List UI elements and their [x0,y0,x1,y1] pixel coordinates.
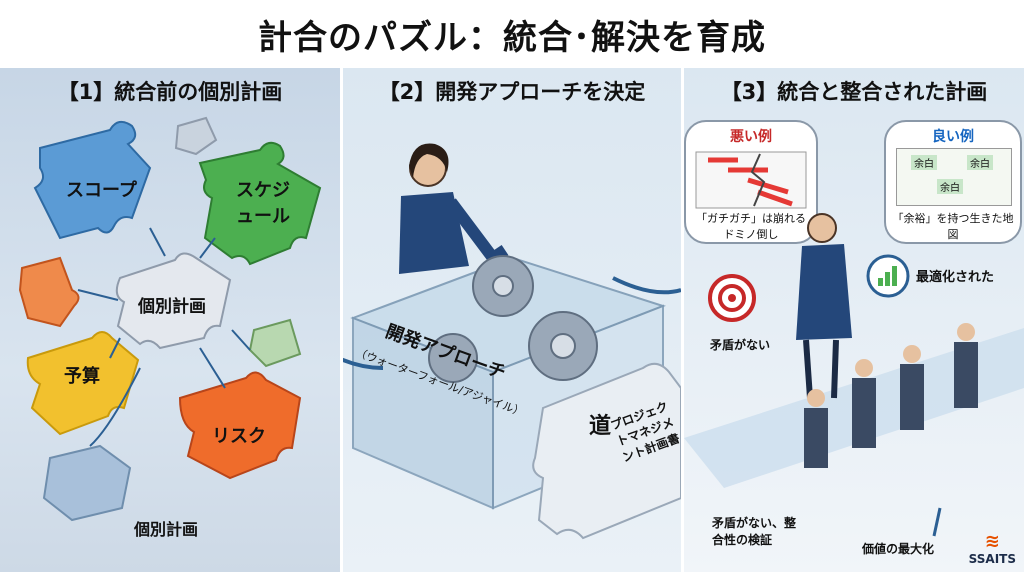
optimized-label: 最適化された [916,270,995,285]
good-gantt-chart: 余白 余白 余白 [896,148,1012,206]
panel-integrated-plan: 【3】統合と整合された計画 悪い例 「ガチガチ」は崩れるドミノ倒し 良い例 余白… [684,68,1024,572]
gear-icon [428,255,598,383]
schedule-piece [198,141,322,266]
puzzle-main-char: 道 [589,414,612,439]
arrow-6 [89,367,141,447]
schedule-label: スケジュール [236,180,290,227]
title-bar: 計合のパズル：統合･解決を育成 [0,0,1024,68]
center-piece [115,252,232,350]
plan-puzzle-piece [532,362,681,540]
divider-1 [340,68,343,572]
good-cell-3: 余白 [937,179,963,194]
divider-2 [681,68,684,572]
bar-chart-icon [866,254,910,298]
scope-label: スコープ [66,180,137,201]
good-example-bubble: 良い例 余白 余白 余白 「余裕」を持つ生きた地図 [884,120,1022,244]
logo-text: SSAITS [968,552,1016,566]
no-conflict-label: 矛盾がない [710,338,771,352]
arrow-into-box [343,357,384,370]
good-cell-2: 余白 [967,155,993,170]
good-example-caption: 「余裕」を持つ生きた地図 [892,212,1014,241]
arrow-5 [199,347,226,389]
panel1-art [18,116,322,522]
ssaits-logo: ≋ SSAITS [969,531,1016,566]
panel3-art [684,213,1024,537]
bad-gantt-crack [750,153,766,207]
team-members [804,323,978,468]
center-label: 個別計画 [138,297,206,317]
risk-label: リスク [212,426,266,447]
bad-example-bubble: 悪い例 「ガチガチ」は崩れるドミノ倒し [684,120,818,244]
woman-hair [409,143,449,178]
presenter-legs [803,339,839,399]
good-cell-1: 余白 [911,155,937,170]
budget-label: 予算 [64,366,100,387]
logo-mark-icon: ≋ [984,531,1000,552]
verify-label: 矛盾がない、整合性の検証 [712,516,797,547]
arrow-1 [149,227,166,257]
maximize-label: 価値の最大化 [862,542,935,556]
arrow-to-panel3 [612,276,681,295]
scope-piece [33,120,152,240]
risk-piece [178,371,302,480]
good-example-title: 良い例 [932,129,974,145]
bad-example-title: 悪い例 [730,129,772,145]
small-gray-piece [174,116,218,156]
panel2-art [343,143,681,540]
arrow-4 [109,337,121,359]
page-title: 計合のパズル：統合･解決を育成 [258,17,766,58]
bottom-label: 個別計画 [134,520,199,539]
panel-individual-plans: 【1】統合前の個別計画 スコープ スケジュール 個別計画 予算 リスク [0,68,340,572]
arrow-7 [231,329,251,351]
bad-gantt-chart [695,151,807,209]
small-orange-piece [18,256,80,328]
bottom-piece [42,444,132,522]
small-green-piece [248,318,302,368]
panel1-title: 【1】統合前の個別計画 [57,80,283,104]
bad-example-caption: 「ガチガチ」は崩れるドミノ倒し [696,212,806,241]
target-icon [708,274,756,322]
presenter-head [807,213,837,243]
panel2-title: 【2】開発アプローチを決定 [378,80,646,104]
arrow-2 [199,237,216,259]
presenter-body [796,244,852,340]
arrow-up [932,507,942,537]
bad-gantt-bars [708,157,793,207]
panel-development-approach: 【2】開発アプローチを決定 開発アプローチ （ウォーターフォール/アジャイル） … [343,68,681,572]
panel3-title: 【3】統合と整合された計画 [720,80,988,104]
arrow-3 [77,289,119,301]
